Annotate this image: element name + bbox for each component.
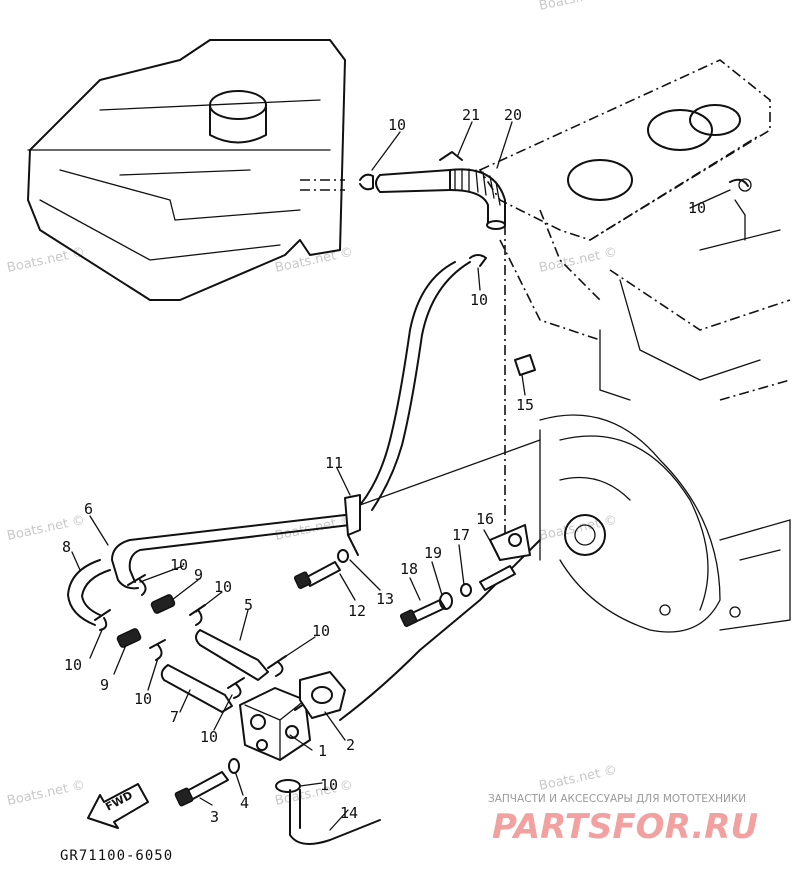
callout-10: 10 (388, 116, 406, 134)
callout-3: 3 (210, 808, 219, 826)
callout-9: 9 (100, 676, 109, 694)
callout-15: 15 (516, 396, 534, 414)
hose-20-drawing (359, 151, 506, 560)
hose-8-drawing (67, 559, 111, 626)
brackets-drawing (344, 354, 541, 561)
leader-lines (71, 121, 731, 831)
callout-9: 9 (194, 566, 203, 584)
callout-10: 10 (64, 656, 82, 674)
watermark: Boats.net © (538, 245, 619, 276)
watermark: Boats.net © (6, 513, 87, 544)
watermark: Boats.net © (6, 778, 87, 809)
watermark: Boats.net © (6, 245, 87, 276)
oil-tank-drawing (27, 39, 346, 301)
callout-5: 5 (244, 596, 253, 614)
callout-14: 14 (340, 804, 358, 822)
callout-7: 7 (170, 708, 179, 726)
callout-21: 21 (462, 106, 480, 124)
callout-10: 10 (320, 776, 338, 794)
callout-8: 8 (62, 538, 71, 556)
callout-10: 10 (200, 728, 218, 746)
callout-13: 13 (376, 590, 394, 608)
gasket-2-drawing (299, 671, 346, 719)
flywheel-cover-drawing (539, 414, 791, 633)
callout-2: 2 (346, 736, 355, 754)
callout-17: 17 (452, 526, 470, 544)
watermark: Boats.net © (274, 245, 355, 276)
callout-10: 10 (170, 556, 188, 574)
bolts-drawing (174, 549, 516, 807)
callout-10: 10 (134, 690, 152, 708)
check-valves-9-drawing (116, 594, 176, 648)
diagram-code: GR71100-6050 (60, 848, 173, 864)
callout-4: 4 (240, 794, 249, 812)
callout-10: 10 (214, 578, 232, 596)
callout-16: 16 (476, 510, 494, 528)
branding-tagline: ЗАПЧАСТИ И АКСЕССУАРЫ ДЛЯ МОТОТЕХНИКИ (488, 793, 746, 805)
oil-pump-1-drawing (239, 687, 311, 761)
callout-1: 1 (318, 742, 327, 760)
callout-6: 6 (84, 500, 93, 518)
callout-labels: 1 2 3 4 5 6 7 8 9 9 10 10 10 10 10 10 10… (62, 106, 706, 826)
callout-11: 11 (325, 454, 343, 472)
callout-12: 12 (348, 602, 366, 620)
callout-18: 18 (400, 560, 418, 578)
callout-19: 19 (424, 544, 442, 562)
hose-5-drawing (195, 629, 269, 681)
clamps-10-drawing (94, 178, 749, 793)
watermark: Boats.net © (538, 763, 619, 794)
branding-logo: PARTSFOR.RU (492, 807, 758, 847)
partsfor-branding: ЗАПЧАСТИ И АКСЕССУАРЫ ДЛЯ МОТОТЕХНИКИ PA… (488, 793, 758, 847)
watermark: Boats.net © (538, 0, 619, 14)
callout-10: 10 (688, 199, 706, 217)
callout-10: 10 (312, 622, 330, 640)
callout-10: 10 (470, 291, 488, 309)
fwd-arrow: FWD (87, 783, 149, 829)
hose-7-drawing (160, 664, 233, 713)
engine-outline-drawing (478, 59, 791, 401)
callout-20: 20 (504, 106, 522, 124)
